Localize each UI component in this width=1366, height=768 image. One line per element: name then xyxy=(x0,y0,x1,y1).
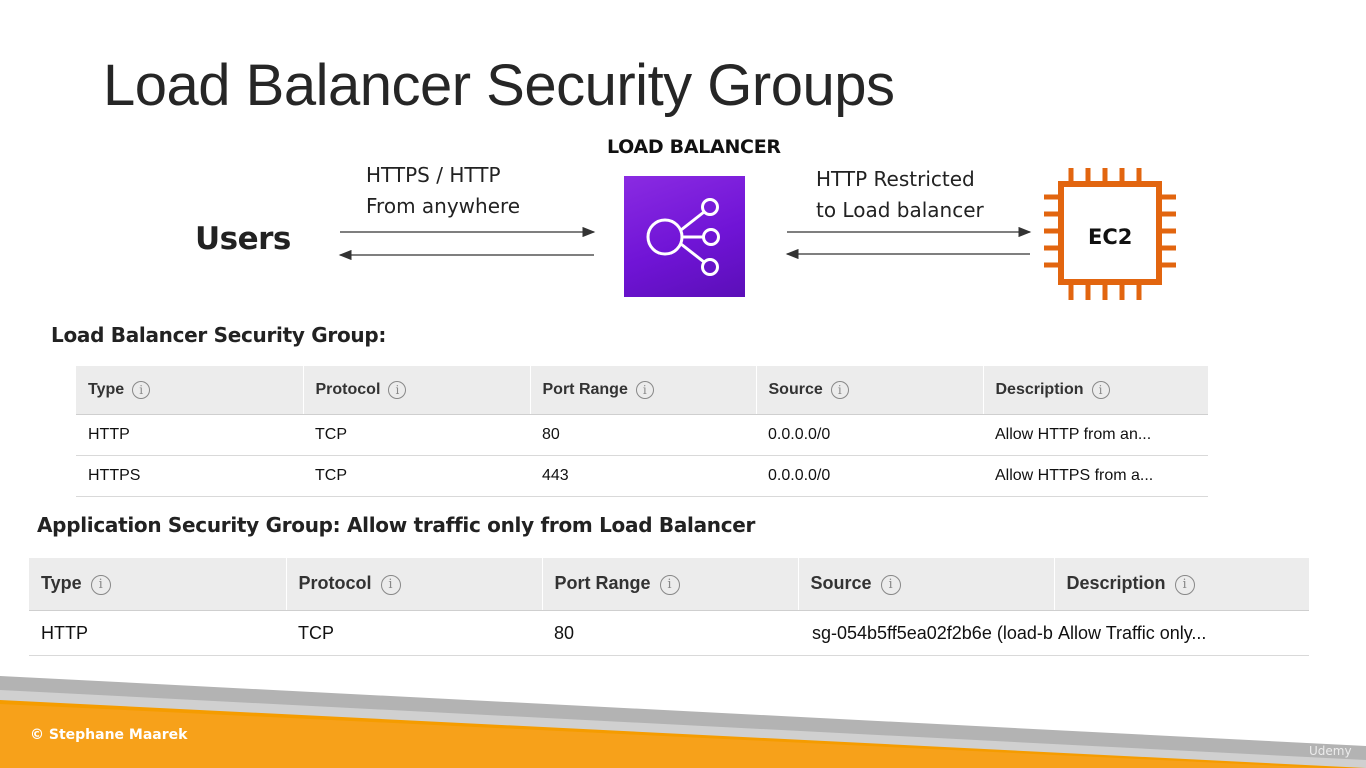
info-icon[interactable]: i xyxy=(380,574,401,595)
cell-protocol: TCP xyxy=(303,455,530,497)
left-caption-line2: From anywhere xyxy=(366,194,521,218)
ec2-chip-icon xyxy=(1044,168,1176,300)
cell-port-range: 80 xyxy=(530,414,756,456)
cell-type: HTTPS xyxy=(76,455,303,497)
right-caption: HTTP Restricted to Load balancer xyxy=(816,164,984,226)
udemy-watermark: Udemy xyxy=(1309,744,1352,758)
cell-port-range: 80 xyxy=(542,610,798,656)
info-icon[interactable]: i xyxy=(830,380,849,399)
table-row[interactable]: HTTP TCP 80 0.0.0.0/0 Allow HTTP from an… xyxy=(76,414,1208,456)
cell-source: 0.0.0.0/0 xyxy=(756,414,983,456)
cell-description: Allow HTTP from an... xyxy=(983,414,1208,456)
slide-title: Load Balancer Security Groups xyxy=(103,53,895,118)
cell-protocol: TCP xyxy=(303,414,530,456)
info-icon[interactable]: i xyxy=(1091,380,1110,399)
info-icon[interactable]: i xyxy=(388,380,407,399)
info-icon[interactable]: i xyxy=(132,380,151,399)
load-balancer-label: LOAD BALANCER xyxy=(607,136,781,158)
left-caption-line1: HTTPS / HTTP xyxy=(366,163,501,187)
left-caption: HTTPS / HTTP From anywhere xyxy=(366,160,520,222)
info-icon[interactable]: i xyxy=(880,574,901,595)
ec2-label: EC2 xyxy=(1088,225,1133,249)
cell-type: HTTP xyxy=(29,610,286,656)
info-icon[interactable]: i xyxy=(1174,574,1195,595)
cell-protocol: TCP xyxy=(286,610,542,656)
copyright-text: © Stephane Maarek xyxy=(30,727,188,743)
info-icon[interactable]: i xyxy=(659,574,680,595)
right-caption-line2: to Load balancer xyxy=(816,198,984,222)
app-sg-heading: Application Security Group: Allow traffi… xyxy=(37,513,756,537)
elastic-load-balancer-icon xyxy=(624,176,745,297)
table-row[interactable]: HTTP TCP 80 sg-054b5ff5ea02f2b6e (load-b… xyxy=(29,610,1309,656)
cell-type: HTTP xyxy=(76,414,303,456)
cell-source: 0.0.0.0/0 xyxy=(756,455,983,497)
lb-sg-heading: Load Balancer Security Group: xyxy=(51,323,387,347)
info-icon[interactable]: i xyxy=(90,574,111,595)
table-row[interactable]: HTTPS TCP 443 0.0.0.0/0 Allow HTTPS from… xyxy=(76,455,1208,497)
cell-source: sg-054b5ff5ea02f2b6e (load-b xyxy=(798,610,1054,656)
users-label: Users xyxy=(195,221,291,257)
cell-description: Allow HTTPS from a... xyxy=(983,455,1208,497)
cell-description: Allow Traffic only... xyxy=(1054,610,1309,656)
info-icon[interactable]: i xyxy=(635,380,654,399)
cell-port-range: 443 xyxy=(530,455,756,497)
right-caption-line1: HTTP Restricted xyxy=(816,167,975,191)
flow-arrows xyxy=(338,226,1032,261)
